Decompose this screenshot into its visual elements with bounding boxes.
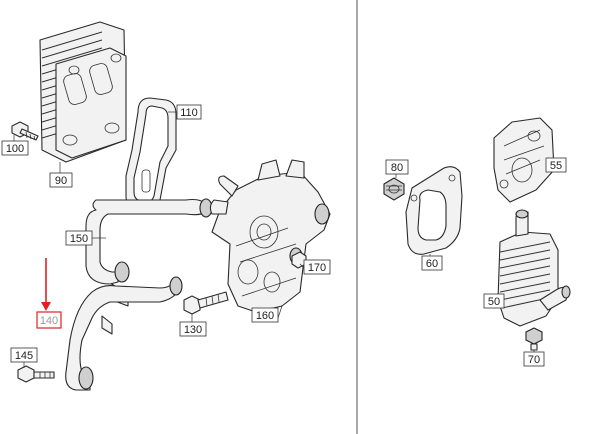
bolt-part-145 [17, 365, 55, 383]
oil-pipe-part-140 [65, 276, 183, 391]
callout-70: 70 [523, 351, 545, 367]
svg-text:170: 170 [308, 262, 326, 274]
callout-150: 150 [65, 230, 93, 246]
bolt-part-130 [183, 291, 229, 315]
svg-text:160: 160 [256, 310, 274, 322]
oil-filter-housing-part-160 [209, 159, 331, 313]
callout-100: 100 [1, 140, 29, 156]
svg-text:140: 140 [40, 315, 58, 327]
callout-90: 90 [49, 172, 73, 188]
callout-60: 60 [421, 255, 443, 271]
svg-text:80: 80 [391, 162, 403, 174]
svg-text:130: 130 [184, 324, 202, 336]
gasket-part-110 [125, 97, 177, 211]
svg-text:50: 50 [488, 296, 500, 308]
callout-50: 50 [483, 293, 505, 309]
svg-text:150: 150 [70, 233, 88, 245]
bolt-part-100 [11, 121, 39, 141]
bolt-part-70 [525, 327, 543, 351]
svg-text:110: 110 [180, 107, 198, 119]
callout-170: 170 [303, 259, 331, 275]
svg-text:100: 100 [6, 143, 24, 155]
svg-text:70: 70 [528, 354, 540, 366]
plug-part-80 [383, 177, 405, 201]
svg-text:90: 90 [55, 175, 67, 187]
svg-text:145: 145 [15, 350, 33, 362]
adapter-plate-part-55 [493, 117, 555, 203]
callout-130: 130 [179, 321, 207, 337]
gasket-part-60 [405, 166, 463, 255]
oil-cooler-part-50 [497, 209, 571, 327]
callout-80: 80 [385, 159, 409, 175]
svg-text:60: 60 [426, 258, 438, 270]
highlight-arrow [41, 258, 51, 311]
svg-text:55: 55 [550, 160, 562, 172]
callout-55: 55 [545, 157, 567, 173]
callout-140: 140 [36, 311, 62, 329]
oil-cooler-part-90 [39, 21, 127, 163]
callout-145: 145 [10, 347, 38, 363]
callout-110: 110 [176, 104, 202, 120]
callout-160: 160 [251, 307, 279, 323]
